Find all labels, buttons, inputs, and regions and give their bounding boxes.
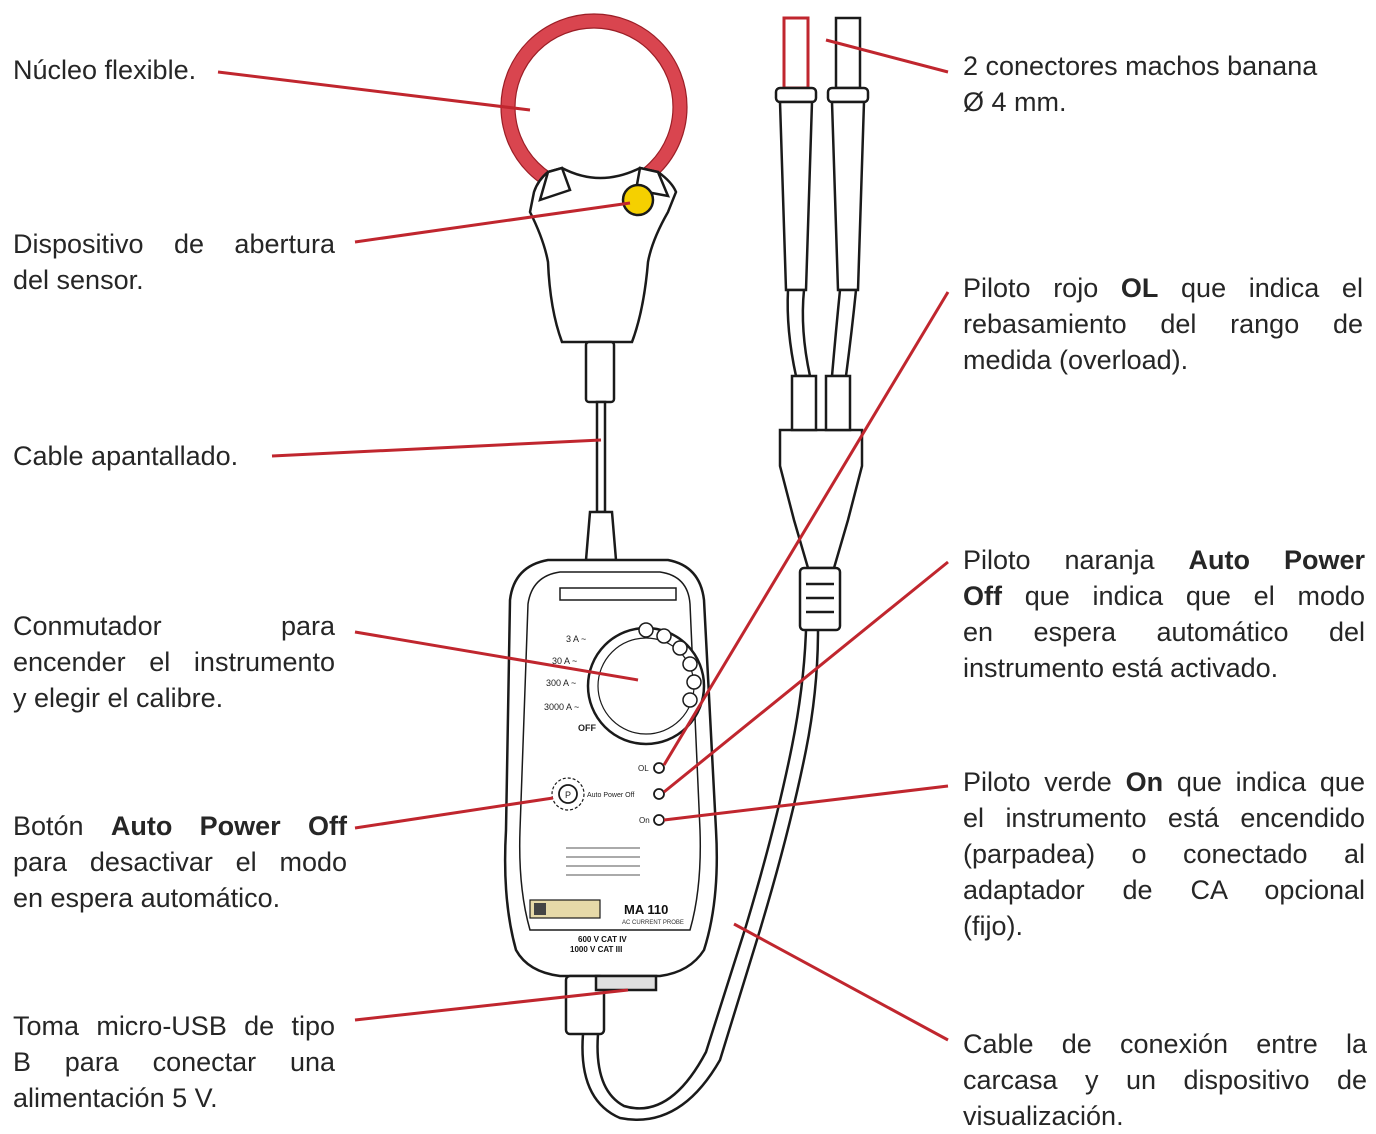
led-label-ol: OL — [638, 764, 649, 773]
banana-plugs — [774, 16, 870, 432]
spec-block — [566, 847, 640, 876]
dial-label-off: OFF — [578, 723, 596, 733]
dial-label-3a: 3 A ~ — [566, 634, 586, 644]
cat-rating-2: 1000 V CAT III — [570, 945, 622, 954]
model-subtitle: AC CURRENT PROBE — [622, 920, 684, 926]
led-on — [653, 814, 665, 826]
led-ol — [653, 762, 665, 774]
label-dispositivo-abertura: Dispositivo de abertura del sensor. — [13, 229, 335, 295]
clamp-head — [528, 166, 678, 344]
button-p-label: P — [565, 790, 571, 800]
range-dial — [586, 622, 706, 746]
label-conmutador: Conmutador para encender el instrumento … — [13, 611, 335, 713]
cat-rating-1: 600 V CAT IV — [578, 935, 627, 944]
leader-lines — [217, 38, 950, 1042]
shielded-cable — [584, 340, 618, 562]
label-toma-micro-usb: Toma micro-USB de tipo B para conectar u… — [13, 1011, 335, 1113]
label-nucleo-flexible: Núcleo flexible. — [13, 55, 197, 85]
model-name: MA 110 — [624, 902, 668, 917]
led-group — [653, 762, 665, 826]
brand-plate — [529, 899, 601, 919]
led-label-auto: Auto Power Off — [587, 792, 634, 799]
label-piloto-verde: Piloto verde On que indica que el instru… — [963, 767, 1365, 941]
led-auto-power-off — [653, 788, 665, 800]
label-cable-conexion: Cable de conexión entre la carcasa y un … — [963, 1029, 1367, 1131]
connection-cable — [581, 629, 820, 1121]
dial-label-3000a: 3000 A ~ — [544, 702, 579, 712]
label-conectores-banana: 2 conectores machos banana Ø 4 mm. — [963, 51, 1318, 117]
label-piloto-rojo: Piloto rojo OL que indica el rebasamient… — [963, 273, 1363, 375]
opening-button — [621, 183, 655, 217]
label-piloto-naranja: Piloto naranja Auto Power Off que indica… — [963, 545, 1365, 683]
auto-power-off-button — [551, 777, 585, 811]
led-label-on: On — [639, 816, 650, 825]
label-cable-apantallado: Cable apantallado. — [13, 441, 239, 471]
label-boton-auto-power-off: Botón Auto Power Off para desactivar el … — [13, 811, 347, 913]
dial-label-300a: 300 A ~ — [546, 678, 576, 688]
cable-boot — [778, 428, 864, 632]
dial-label-30a: 30 A ~ — [552, 656, 577, 666]
